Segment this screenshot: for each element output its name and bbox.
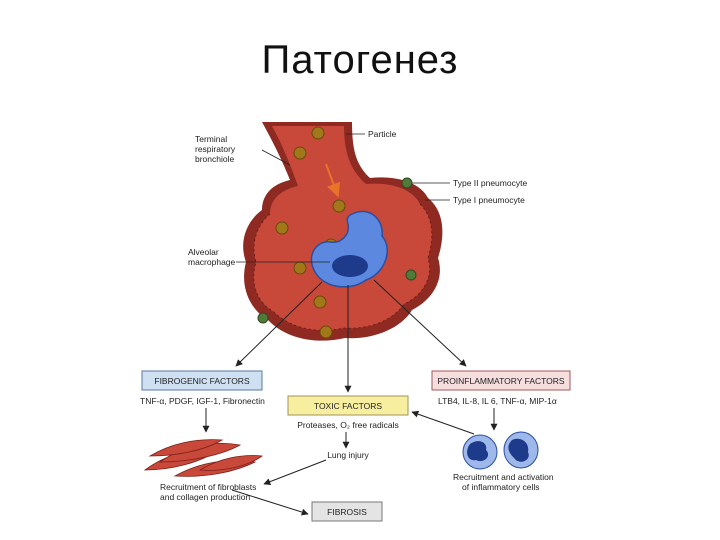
macrophage-nucleus: [332, 255, 368, 277]
toxic-list: Proteases, O₂ free radicals: [297, 420, 399, 430]
fibroblast-cells: [143, 439, 264, 477]
type2-pneumocyte: [401, 177, 413, 189]
bronchiole-label-1: Terminal: [195, 134, 227, 144]
bronchiole-label-3: bronchiole: [195, 154, 234, 164]
arrow-to-fibrogenic: [235, 281, 323, 367]
toxic-box: [287, 395, 409, 416]
page-title: Патогенез: [261, 38, 459, 82]
fibrogenic-box: [141, 370, 263, 391]
particle-dot: [293, 261, 307, 275]
macrophage-label-2: macrophage: [188, 257, 236, 267]
inflammatory-cells: [462, 431, 539, 470]
proinflammatory-box: [431, 370, 571, 391]
alveolar-macrophage: [310, 210, 388, 288]
fibroblasts-text-1: Recruitment of fibroblasts: [160, 482, 256, 492]
particle-dot: [313, 295, 327, 309]
particle-dot: [319, 325, 333, 339]
arrow-lung-injury-to-recruitment: [263, 459, 327, 485]
toxic-box-label: TOXIC FACTORS: [314, 401, 383, 411]
particle-inhalation-arrow: [325, 163, 341, 198]
proinflammatory-list: LTB4, IL-8, IL 6, TNF-α, MIP-1α: [438, 396, 557, 406]
type2-pneumocyte: [405, 269, 417, 281]
alveolus-lumen: [253, 126, 432, 331]
fibroblasts-text-2: and collagen production: [160, 492, 251, 502]
fibrogenic-box-label: FIBROGENIC FACTORS: [154, 376, 250, 386]
type1-label: Type I pneumocyte: [453, 195, 525, 205]
leader-lines: [236, 133, 450, 263]
activation-text-2: of inflammatory cells: [462, 482, 539, 492]
alveolus-outline: [253, 203, 433, 331]
type2-label: Type II pneumocyte: [453, 178, 527, 188]
fibrosis-box: [311, 501, 383, 522]
particle-dot: [293, 146, 307, 160]
arrow-to-proinflammatory: [373, 279, 467, 367]
arrow-inflammatory-to-toxic: [411, 410, 475, 435]
particle-dot: [275, 221, 289, 235]
particle-label: Particle: [368, 129, 397, 139]
particle-dot: [332, 199, 346, 213]
alveolus-illustration: [243, 122, 443, 341]
arrow-to-fibrosis: [231, 489, 309, 516]
fibrosis-box-label: FIBROSIS: [327, 507, 367, 517]
macrophage-label-1: Alveolar: [188, 247, 219, 257]
type2-pneumocyte: [257, 312, 269, 324]
flow-arrows: [202, 279, 498, 516]
bronchiole-label-2: respiratory: [195, 144, 236, 154]
lung-injury-text: Lung injury: [327, 450, 369, 460]
particle-dot: [311, 126, 325, 140]
proinflammatory-box-label: PROINFLAMMATORY FACTORS: [437, 376, 565, 386]
fibrogenic-list: TNF-α, PDGF, IGF-1, Fibronectin: [140, 396, 265, 406]
activation-text-1: Recruitment and activation: [453, 472, 554, 482]
